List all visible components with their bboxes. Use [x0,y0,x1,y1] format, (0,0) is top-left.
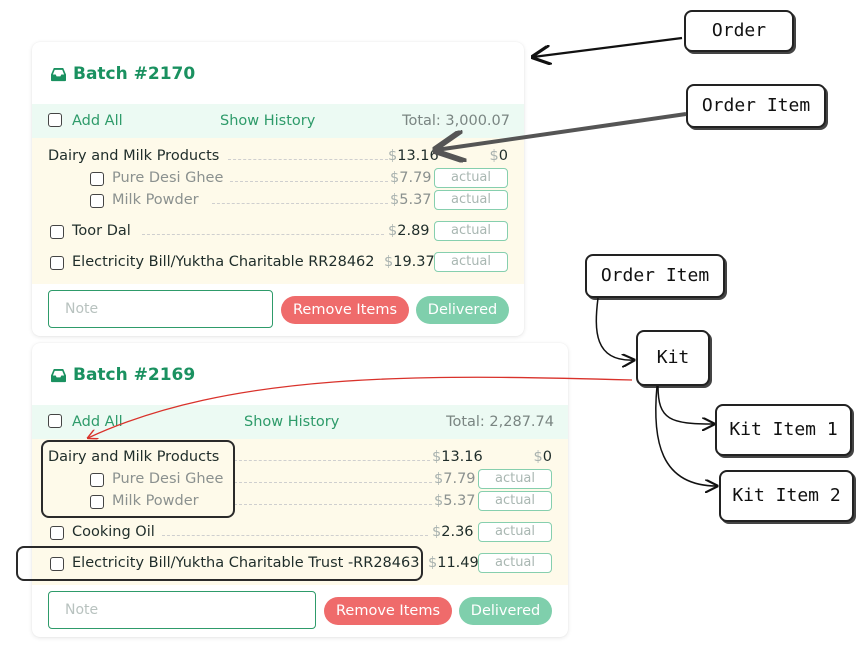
actual-input[interactable]: actual [434,190,508,210]
kit-price: $13.16 [388,148,439,164]
order-item-label: Electricity Bill/Yuktha Charitable Trust… [72,555,420,571]
show-history-link[interactable]: Show History [220,113,316,129]
arrow-order-item-to-kit [595,297,634,360]
delivered-button[interactable]: Delivered [459,597,552,625]
kit-item-price: $5.37 [390,192,432,208]
order-item-row: Cooking Oil $2.36 actual [48,522,552,544]
kit-item-price: $5.37 [434,493,476,509]
delivered-button[interactable]: Delivered [416,296,509,324]
batch-title-text: Batch #2170 [73,64,196,84]
order-item-row: Toor Dal $2.89 actual [48,221,508,243]
order-item-price: $2.36 [432,524,474,540]
kit-highlight-box [41,440,235,518]
actual-input[interactable]: actual [434,252,508,272]
remove-items-button[interactable]: Remove Items [281,296,409,324]
add-all-label[interactable]: Add All [72,113,123,129]
kit-item-row: Milk Powder $5.37 actual [48,190,508,212]
arrow-kit-to-kit-item-2 [654,385,717,486]
kit-row: Dairy and Milk Products $13.16 $0 [48,148,508,168]
batch-toolbar: Add All Show History Total: 3,000.07 [32,104,524,138]
kit-item-annotation: Kit Item 2 [719,470,854,522]
order-items-list: Dairy and Milk Products $13.16 $0 Pure D… [32,439,568,585]
kit-item-row: Pure Desi Ghee $7.79 actual [48,168,508,190]
kit-item-row: Milk Powder $5.37 actual [48,491,552,513]
kit-item-checkbox[interactable] [90,172,104,186]
arrow-order [533,36,683,57]
kit-item-price: $7.79 [434,471,476,487]
kit-label: Dairy and Milk Products [48,148,220,164]
kit-item-label: Milk Powder [112,192,199,208]
batch-card-2170: Batch #2170 Add All Show History Total: … [32,42,524,336]
actual-input[interactable]: actual [478,522,552,542]
kit-item-checkbox[interactable] [90,495,104,509]
kit-actual-total: $0 [489,148,508,164]
batch-toolbar: Add All Show History Total: 2,287.74 [32,405,568,439]
order-item-row: Electricity Bill/Yuktha Charitable Trust… [48,553,552,575]
kit-row: Dairy and Milk Products $13.16 $0 [48,449,552,469]
kit-item-checkbox[interactable] [90,473,104,487]
actual-input[interactable]: actual [434,221,508,241]
kit-item-label: Pure Desi Ghee [112,170,224,186]
kit-item-price: $7.79 [390,170,432,186]
batch-total: Total: 3,000.07 [402,113,510,129]
order-item-highlight-box [16,546,423,581]
actual-input[interactable]: actual [478,491,552,511]
show-history-link[interactable]: Show History [244,414,340,430]
inbox-icon [51,67,66,81]
order-item-row: Electricity Bill/Yuktha Charitable RR284… [48,252,508,274]
add-all-label[interactable]: Add All [72,414,123,430]
order-item-checkbox[interactable] [50,225,64,239]
kit-label: Dairy and Milk Products [48,449,220,465]
actual-input[interactable]: actual [478,469,552,489]
add-all-checkbox[interactable] [48,113,62,127]
inbox-icon [51,368,66,382]
kit-item-checkbox[interactable] [90,194,104,208]
batch-title: Batch #2169 [50,365,195,385]
order-item-label: Toor Dal [72,223,131,239]
order-items-list: Dairy and Milk Products $13.16 $0 Pure D… [32,138,524,284]
order-item-label: Cooking Oil [72,524,155,540]
kit-price: $13.16 [432,449,483,465]
add-all-checkbox[interactable] [48,414,62,428]
order-item-price: $2.89 [388,223,430,239]
batch-title: Batch #2170 [50,64,195,84]
order-item-label: Electricity Bill/Yuktha Charitable RR284… [72,254,375,270]
kit-item-label: Pure Desi Ghee [112,471,224,487]
order-item-annotation: Order Item [585,254,725,298]
order-item-annotation: Order Item [686,84,826,128]
kit-annotation: Kit [636,330,710,386]
kit-item-row: Pure Desi Ghee $7.79 actual [48,469,552,491]
kit-actual-total: $0 [533,449,552,465]
order-item-checkbox[interactable] [50,526,64,540]
actual-input[interactable]: actual [434,168,508,188]
kit-item-annotation: Kit Item 1 [715,404,852,456]
note-input[interactable]: Note [48,290,273,328]
order-item-price: $11.49 [428,555,479,571]
actual-input[interactable]: actual [478,553,552,573]
arrow-kit-to-kit-item-1 [657,385,714,424]
kit-item-label: Milk Powder [112,493,199,509]
remove-items-button[interactable]: Remove Items [324,597,452,625]
order-annotation: Order [684,10,794,52]
batch-total: Total: 2,287.74 [446,414,554,430]
order-item-checkbox[interactable] [50,557,64,571]
order-item-price: $19.37 [384,254,435,270]
note-input[interactable]: Note [48,591,316,629]
order-item-checkbox[interactable] [50,256,64,270]
batch-title-text: Batch #2169 [73,365,196,385]
